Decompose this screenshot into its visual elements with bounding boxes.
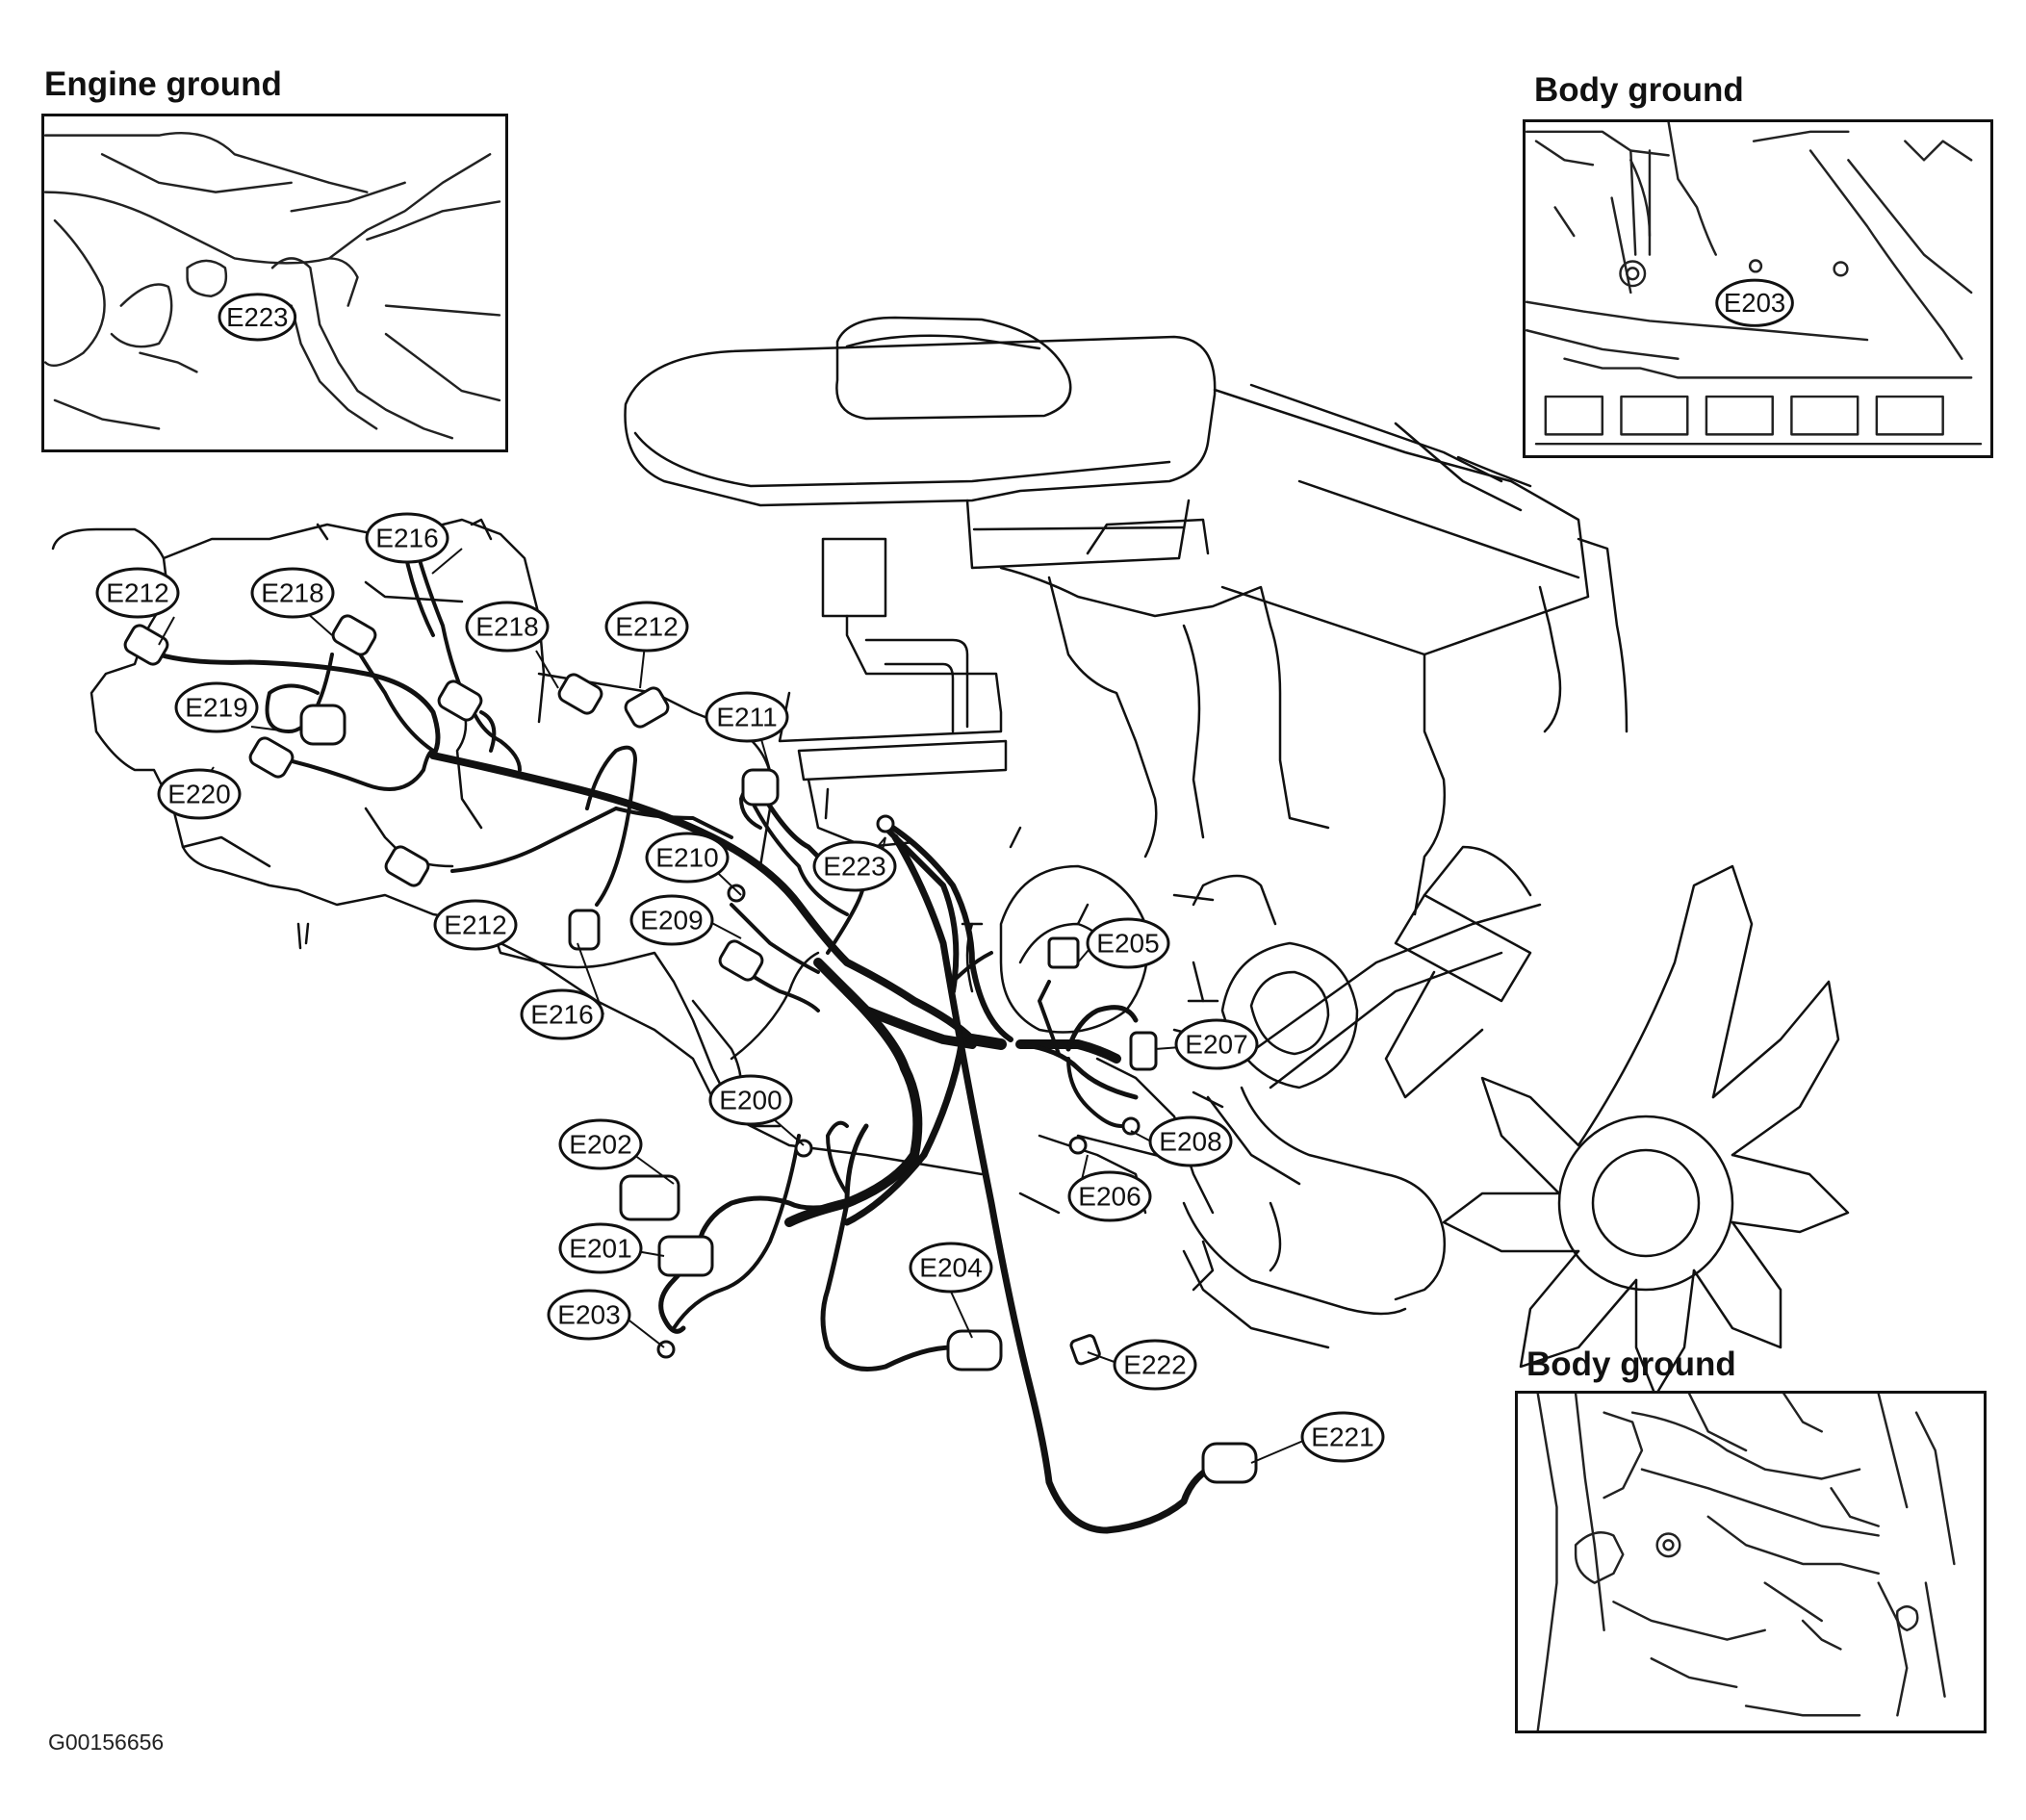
body-ground-top-inset: E203 [1523, 119, 1993, 458]
label-e218-a: E218 [250, 567, 335, 619]
svg-text:E205: E205 [1096, 929, 1159, 959]
label-e202: E202 [558, 1118, 643, 1170]
figure-code: G00156656 [48, 1730, 165, 1755]
label-e200: E200 [708, 1074, 793, 1126]
label-e205: E205 [1086, 917, 1170, 969]
inset-e203-label: E203 [1715, 278, 1794, 327]
label-e203: E203 [547, 1289, 631, 1341]
body-ground-bottom-sketch [1536, 1394, 1956, 1730]
svg-text:E203: E203 [557, 1300, 620, 1330]
label-e208: E208 [1148, 1115, 1233, 1167]
cooling-fan [1384, 845, 1850, 1397]
svg-text:E223: E223 [226, 302, 288, 332]
label-e219: E219 [174, 681, 259, 733]
label-e201: E201 [558, 1222, 643, 1274]
label-e222: E222 [1113, 1339, 1197, 1391]
label-e204: E204 [909, 1242, 993, 1294]
engine-outline [51, 316, 1850, 1397]
label-e209: E209 [629, 894, 714, 946]
label-e221: E221 [1300, 1411, 1385, 1463]
svg-text:E219: E219 [185, 693, 247, 723]
wiring-harness [156, 537, 1226, 1534]
svg-text:E212: E212 [444, 910, 506, 940]
label-e212-a: E212 [95, 567, 180, 619]
svg-text:E209: E209 [640, 906, 703, 936]
svg-text:E218: E218 [261, 578, 323, 608]
body-ground-top-sketch: E203 [1526, 122, 1983, 446]
label-e218-b: E218 [465, 601, 550, 653]
svg-text:E203: E203 [1724, 288, 1785, 318]
svg-text:E223: E223 [823, 852, 885, 882]
body-ground-top-title: Body ground [1534, 71, 1744, 109]
svg-text:E218: E218 [475, 612, 538, 642]
body-ground-bottom-title: Body ground [1526, 1346, 1736, 1383]
label-e212-c: E212 [433, 899, 518, 951]
svg-text:E204: E204 [919, 1253, 982, 1283]
label-e210: E210 [645, 832, 730, 884]
svg-text:E208: E208 [1159, 1127, 1221, 1157]
svg-text:E201: E201 [569, 1234, 631, 1264]
callout-labels: E212 E218 E216 E218 E212 E219 E220 E211 … [95, 512, 1385, 1463]
svg-text:E222: E222 [1123, 1350, 1186, 1380]
connectors [123, 614, 1258, 1484]
svg-text:E212: E212 [615, 612, 678, 642]
svg-text:E220: E220 [167, 780, 230, 809]
leader-lines [158, 548, 1304, 1464]
svg-text:E206: E206 [1078, 1182, 1141, 1212]
body-ground-bottom-inset [1515, 1391, 1987, 1733]
svg-text:E210: E210 [655, 843, 718, 873]
label-e220: E220 [157, 768, 242, 820]
label-e212-b: E212 [604, 601, 689, 653]
label-e216-b: E216 [520, 988, 604, 1040]
engine-ground-title: Engine ground [44, 65, 282, 103]
engine-ground-inset: E223 [41, 114, 508, 452]
svg-text:E207: E207 [1185, 1030, 1247, 1060]
svg-text:E216: E216 [530, 1000, 593, 1030]
label-e216-a: E216 [365, 512, 449, 564]
svg-text:E221: E221 [1311, 1423, 1373, 1452]
svg-text:E216: E216 [375, 524, 438, 553]
inset-e223-label: E223 [218, 293, 297, 342]
svg-text:E202: E202 [569, 1130, 631, 1160]
svg-text:E211: E211 [716, 703, 777, 732]
engine-ground-sketch: E223 [44, 132, 501, 440]
label-e207: E207 [1174, 1018, 1259, 1070]
label-e223: E223 [812, 840, 897, 892]
svg-text:E200: E200 [719, 1086, 782, 1115]
label-e211: E211 [705, 691, 789, 743]
svg-text:E212: E212 [106, 578, 168, 608]
label-e206: E206 [1067, 1170, 1152, 1222]
